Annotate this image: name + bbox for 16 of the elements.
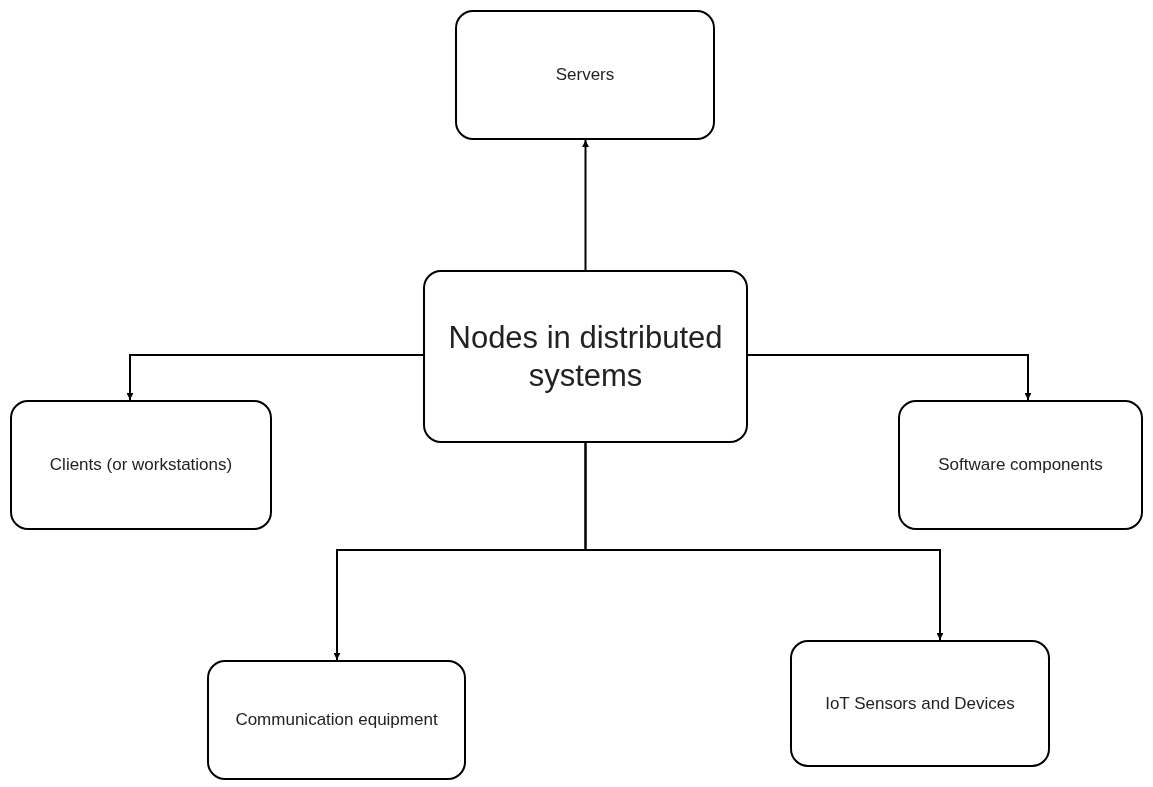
node-label: Servers — [555, 64, 615, 87]
node-label: IoT Sensors and Devices — [825, 692, 1015, 715]
node-label: Software components — [938, 454, 1103, 477]
rounded-box — [207, 660, 466, 780]
arrow — [580, 139, 591, 271]
arrow — [125, 354, 424, 401]
rounded-box — [898, 400, 1143, 530]
node-label: Nodes in distributed systems — [447, 319, 724, 394]
rounded-box — [10, 400, 272, 530]
rounded-box — [455, 10, 715, 140]
node-label: Clients (or workstations) — [49, 454, 233, 477]
arrow — [747, 354, 1033, 401]
arrow — [584, 442, 945, 641]
rounded-box — [790, 640, 1050, 767]
node-label: Communication equipment — [235, 709, 438, 732]
central-box — [423, 270, 748, 443]
